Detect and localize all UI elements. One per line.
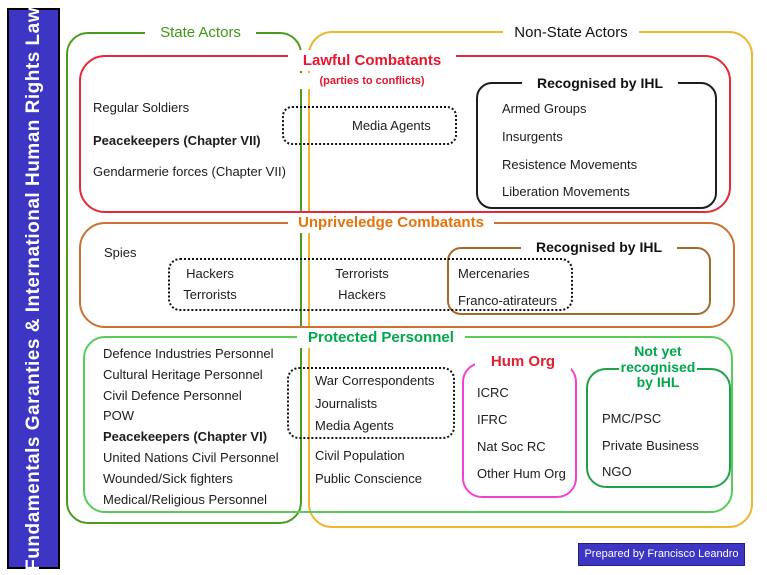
title-line: recognised [618,358,698,375]
list-item: Cultural Heritage Personnel [103,366,263,382]
list-item: Nat Soc RC [477,439,546,454]
list-item: Private Business [602,437,699,453]
media-agents-dotted-box [282,106,457,145]
list-item: Mercenaries [458,266,530,281]
list-item: Civil Population [315,448,405,463]
list-item: Other Hum Org [477,466,566,481]
not-yet-recognised-list: PMC/PSC Private Business NGO [602,406,699,486]
state-actors-label: State Actors [145,24,256,41]
not-yet-recognised-title: Not yet recognised by IHL [606,343,710,391]
recognised-by-ihl-title: Recognised by IHL [521,239,677,255]
lawful-combatants-subtitle: (parties to conflicts) [288,73,456,89]
unpriveledge-combatants-title: Unpriveledge Combatants [288,213,494,233]
hum-org-list: ICRC IFRC Nat Soc RC Other Hum Org [477,379,566,487]
protected-shared-list: Civil Population Public Conscience [315,444,422,491]
war-correspondents-dotted-box [287,367,455,439]
list-item: Regular Soldiers [93,100,190,115]
sidebar-banner: Fundamentals Garanties & International H… [7,6,60,571]
list-item: Journalists [315,395,378,411]
protected-personnel-title: Protected Personnel [297,328,465,348]
spies-label: Spies [104,245,137,260]
list-item: War Correspondents [315,373,435,388]
list-item: Resistence Movements [502,156,638,172]
list-item: ICRC [477,385,509,400]
list-item: Media Agents [315,418,394,434]
list-item: Hackers [186,266,234,281]
recognised-by-ihl-title: Recognised by IHL [522,75,678,91]
list-item: Terrorists [335,266,389,281]
list-item: Hackers [338,287,386,302]
list-item: United Nations Civil Personnel [103,449,279,465]
title-line: by IHL [634,374,682,391]
list-item: Armed Groups [502,101,587,116]
list-item: Defence Industries Personnel [103,346,274,361]
list-item: Peacekeepers (Chapter VII) [93,133,261,148]
dotted-shared-column: Terrorists Hackers [320,263,404,305]
protected-dotted-list: War Correspondents Journalists Media Age… [315,370,434,438]
list-item: Civil Defence Personnel [103,387,242,403]
list-item: POW [103,408,135,424]
media-agents-label: Media Agents [352,118,431,133]
protected-state-list: Defence Industries Personnel Cultural He… [103,344,279,510]
hum-org-title: Hum Org [475,354,571,370]
list-item: IFRC [477,412,508,427]
list-item: Public Conscience [315,471,422,487]
list-item: Terrorists [183,287,237,302]
sidebar-title: Fundamentals Garanties & International H… [22,6,44,571]
non-state-actors-label: Non-State Actors [503,24,639,41]
dotted-state-column: Hackers Terrorists [168,263,252,305]
list-item: Gendarmerie forces (Chapter VII) [93,164,286,179]
list-item: Franco-atirateurs [458,293,557,308]
title-line: Not yet [632,343,684,360]
list-item: Insurgents [502,128,563,144]
credit-badge: Prepared by Francisco Leandro [578,543,745,566]
list-item: NGO [602,464,632,480]
recognised-by-ihl-list: Armed Groups Insurgents Resistence Movem… [502,95,637,206]
list-item: Medical/Religious Personnel [103,491,268,507]
mercenaries-list: Mercenaries Franco-atirateurs [458,260,557,314]
lawful-combatants-title: Lawful Combatants [288,50,456,71]
list-item: Peacekeepers (Chapter VI) [103,429,268,445]
list-item: PMC/PSC [602,411,662,426]
list-item: Wounded/Sick fighters [103,470,233,486]
list-item: Liberation Movements [502,184,630,200]
hackers-terrorists-dotted-box [168,258,573,311]
